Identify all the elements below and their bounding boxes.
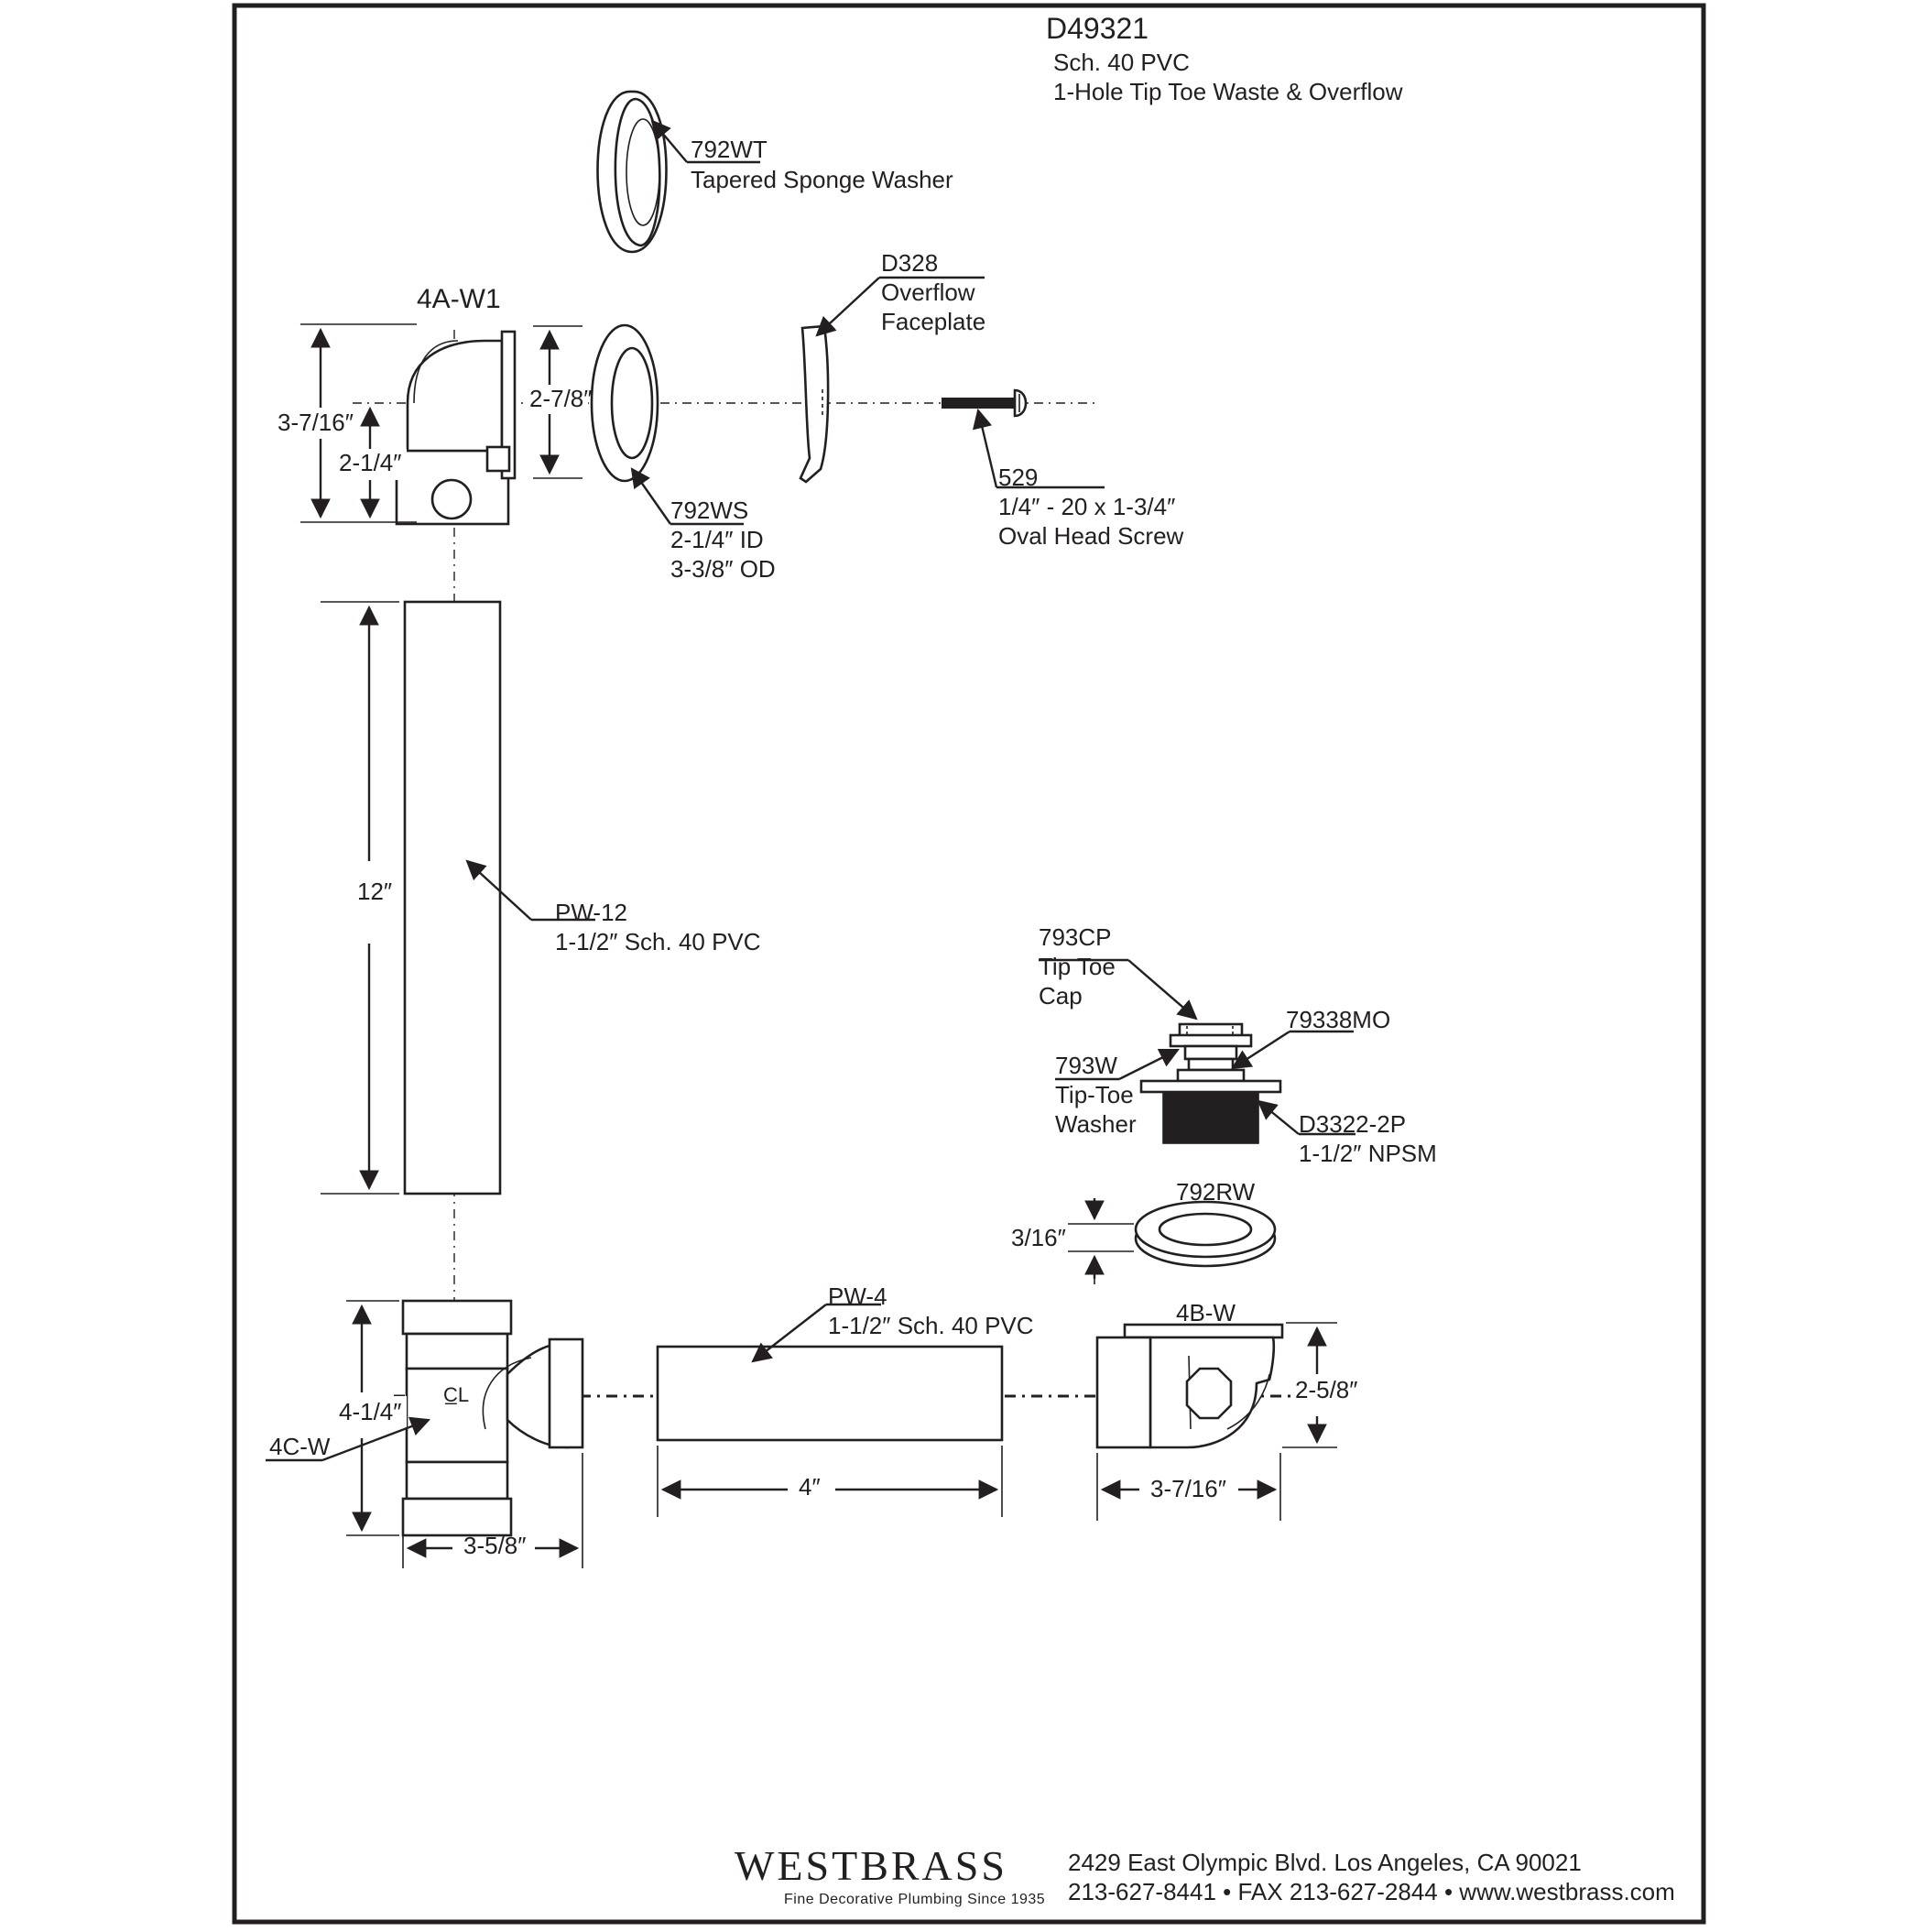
overflow-washer xyxy=(590,323,659,483)
label-4aw1: 4A-W1 xyxy=(417,284,501,314)
leader-pw12 xyxy=(465,859,532,921)
label-792ws-id: 2-1/4″ ID xyxy=(670,526,764,553)
label-529-line1: 1/4″ - 20 x 1-3/4″ xyxy=(998,493,1175,520)
label-793cp-line1: Tip Toe xyxy=(1039,953,1116,980)
title-block: D49321 Sch. 40 PVC 1-Hole Tip Toe Waste … xyxy=(1046,12,1403,105)
label-792wt-code: 792WT xyxy=(691,136,768,163)
label-4cw: 4C-W xyxy=(269,1433,331,1460)
label-793w-line2: Washer xyxy=(1055,1110,1137,1138)
model-number: D49321 xyxy=(1046,12,1149,45)
label-d328-line2: Faceplate xyxy=(881,308,985,335)
pipe-pw4 xyxy=(656,1345,1004,1442)
overflow-faceplate xyxy=(799,324,830,484)
label-529-code: 529 xyxy=(998,464,1038,491)
dim-tee-height: 4-1/4″ xyxy=(339,1398,401,1425)
centerline-mark: C̲L xyxy=(443,1383,469,1406)
dim-washer-thickness: 3/16″ xyxy=(1011,1224,1066,1251)
label-pw4-desc: 1-1/2″ Sch. 40 PVC xyxy=(828,1312,1034,1339)
description-text: 1-Hole Tip Toe Waste & Overflow xyxy=(1053,78,1403,105)
leader-792ws xyxy=(630,467,671,525)
dim-elbow-center: 2-1/4″ xyxy=(339,449,401,476)
label-d328-code: D328 xyxy=(881,249,938,277)
waste-tee xyxy=(401,1299,584,1537)
label-d328-line1: Overflow xyxy=(881,278,975,306)
footer: WESTBRASS Fine Decorative Plumbing Since… xyxy=(735,1842,1675,1907)
dim-pipe12-length: 12″ xyxy=(357,878,392,905)
label-d3322-desc: 1-1/2″ NPSM xyxy=(1299,1140,1437,1167)
sheet-border xyxy=(232,3,1706,1925)
leader-pw4 xyxy=(751,1304,827,1363)
dim-elbow-height: 3-7/16″ xyxy=(278,409,354,436)
leader-529 xyxy=(972,408,998,488)
pipe-pw12 xyxy=(403,600,502,1195)
label-793w-line1: Tip-Toe xyxy=(1055,1081,1134,1108)
label-792rw: 792RW xyxy=(1176,1178,1256,1206)
leader-d3322 xyxy=(1257,1099,1300,1135)
label-pw12-desc: 1-1/2″ Sch. 40 PVC xyxy=(555,928,761,955)
tapered-sponge-washer xyxy=(596,90,668,254)
label-792ws-od: 3-3/8″ OD xyxy=(670,555,776,583)
label-4bw: 4B-W xyxy=(1176,1299,1236,1326)
dim-tee-width: 3-5/8″ xyxy=(463,1532,526,1559)
material-text: Sch. 40 PVC xyxy=(1053,49,1190,76)
dim-shoe-height: 2-5/8″ xyxy=(1295,1376,1357,1403)
label-792wt-desc: Tapered Sponge Washer xyxy=(691,166,953,193)
rubber-washer xyxy=(1134,1200,1277,1268)
company-address: 2429 East Olympic Blvd. Los Angeles, CA … xyxy=(1068,1849,1582,1876)
dim-pipe4-length: 4″ xyxy=(799,1473,821,1501)
label-pw4-code: PW-4 xyxy=(828,1283,887,1310)
tip-toe-stopper xyxy=(1139,1022,1282,1144)
company-contact: 213-627-8441 • FAX 213-627-2844 • www.we… xyxy=(1068,1878,1675,1905)
overflow-elbow xyxy=(395,330,517,526)
brand-logo: WESTBRASS xyxy=(735,1842,1007,1889)
label-529-line2: Oval Head Screw xyxy=(998,522,1184,550)
label-79338mo: 79338MO xyxy=(1286,1006,1390,1033)
label-793cp-line2: Cap xyxy=(1039,982,1083,1010)
label-pw12-code: PW-12 xyxy=(555,899,627,926)
oval-head-screw xyxy=(942,388,1028,418)
dim-shoe-width: 3-7/16″ xyxy=(1150,1475,1226,1502)
label-d3322-code: D3322-2P xyxy=(1299,1110,1406,1138)
waste-shoe xyxy=(1095,1323,1284,1449)
brand-tagline: Fine Decorative Plumbing Since 1935 xyxy=(784,1892,1045,1907)
label-792ws-code: 792WS xyxy=(670,497,748,524)
dim-washer-height: 2-7/8″ xyxy=(529,385,592,412)
label-793cp-code: 793CP xyxy=(1039,923,1112,951)
label-793w-code: 793W xyxy=(1055,1052,1117,1079)
